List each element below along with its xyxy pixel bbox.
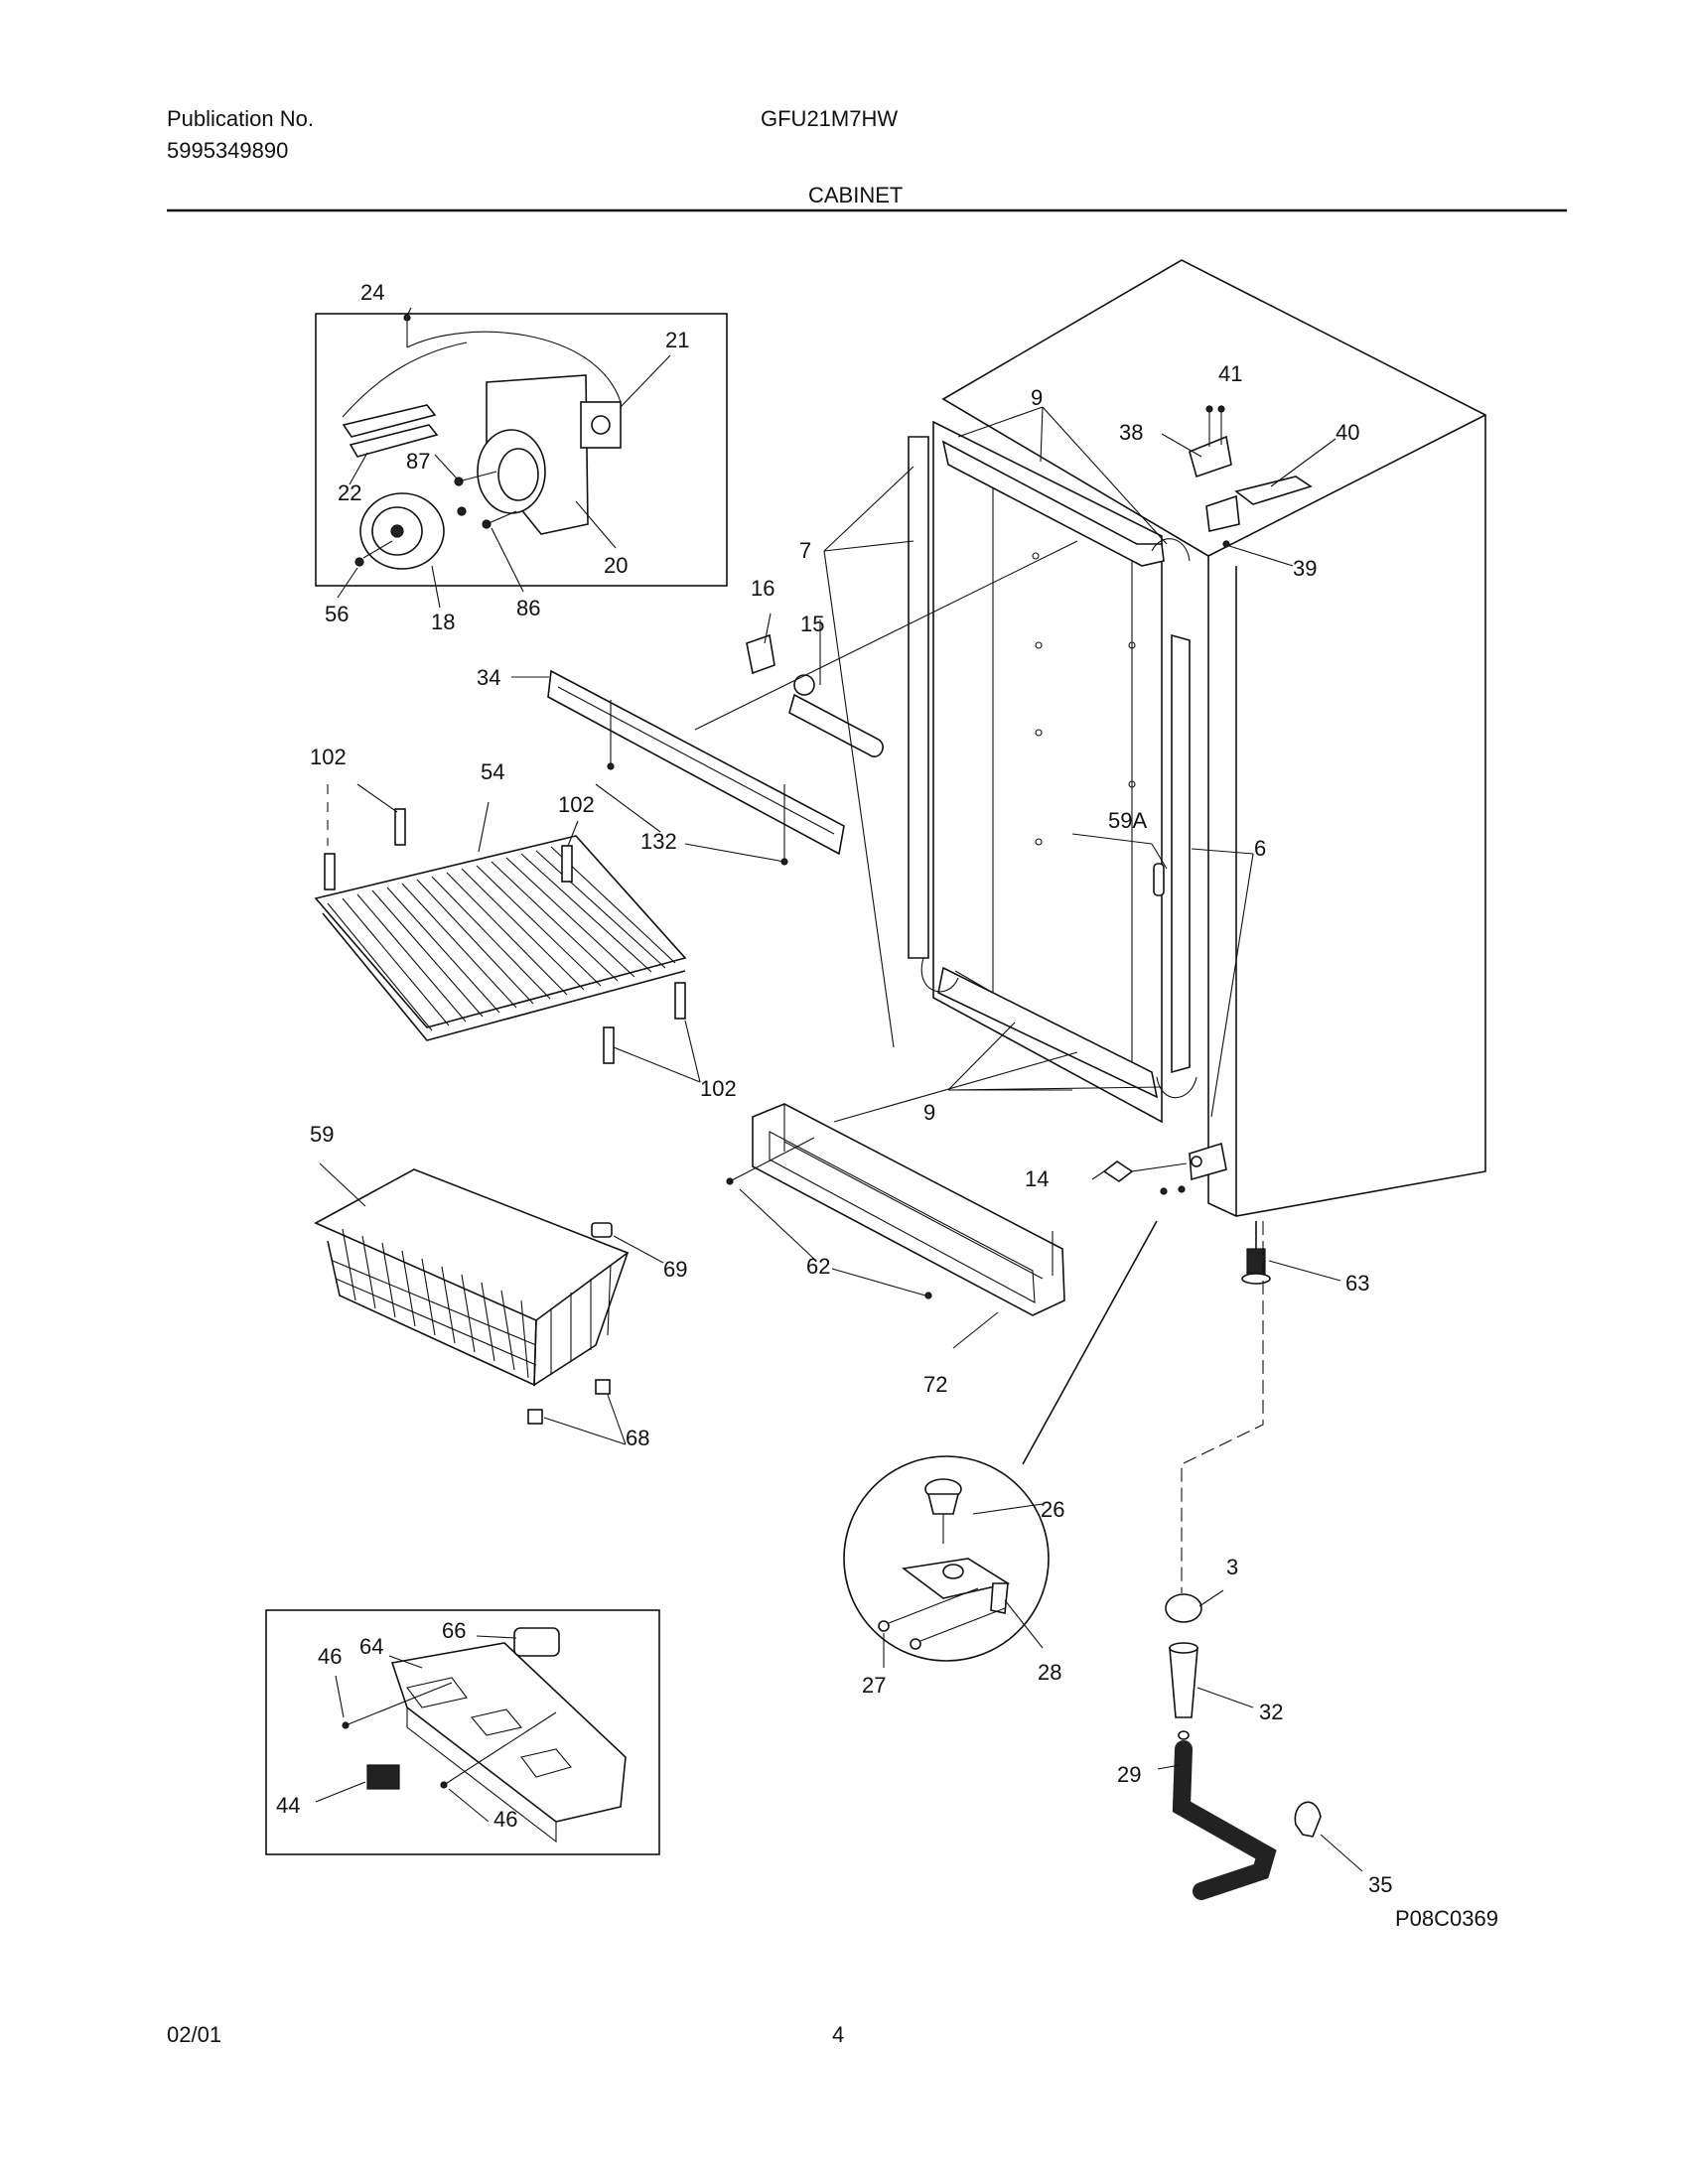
callout-39: 39 (1293, 556, 1317, 581)
callout-32: 32 (1259, 1700, 1283, 1724)
callout-72: 72 (923, 1372, 947, 1397)
footer-date: 02/01 (167, 2022, 222, 2047)
shelf-support (324, 853, 336, 890)
drawing-id: P08C0369 (1395, 1906, 1498, 1931)
hinge-shim (1205, 494, 1240, 532)
grille-body (752, 1103, 1065, 1316)
inset-frame-2 (265, 1609, 660, 1855)
basket-rim (314, 1168, 630, 1321)
callout-86: 86 (516, 596, 540, 620)
publication-label: Publication No. (167, 106, 314, 131)
hinge-cover (1234, 476, 1313, 505)
drain-hose (1172, 1740, 1277, 1900)
breaker-trim-bottom (937, 966, 1159, 1099)
callout-44: 44 (276, 1793, 300, 1818)
callout-38: 38 (1119, 420, 1143, 445)
publication-number: 5995349890 (167, 138, 289, 163)
callout-62: 62 (806, 1254, 830, 1279)
drain-assembly (1157, 1221, 1363, 1900)
basket-stop (591, 1222, 613, 1238)
breaker-trim-right (1171, 633, 1191, 1074)
callout-41: 41 (1218, 361, 1242, 386)
inset-frame (315, 313, 728, 587)
control-housing (547, 669, 845, 856)
callout-3: 3 (1226, 1555, 1238, 1579)
callout-22: 22 (338, 480, 361, 505)
callout-102-a: 102 (310, 745, 347, 769)
callout-63: 63 (1345, 1271, 1369, 1296)
drain-path (1181, 1221, 1264, 1593)
callout-6: 6 (1254, 836, 1266, 861)
light-switch (366, 1764, 400, 1790)
leveling-leg (1246, 1248, 1266, 1276)
page-number: 4 (832, 2022, 845, 2047)
breaker-trim-left (908, 436, 929, 959)
callout-24: 24 (360, 280, 384, 305)
detail-pointer (1022, 1220, 1158, 1465)
drain-plug (1165, 1593, 1202, 1623)
wire-basket (314, 1162, 664, 1445)
thermostat (513, 1627, 560, 1657)
cabinet-liner (992, 476, 1133, 1084)
basket-glide (527, 1409, 543, 1425)
callout-87: 87 (406, 449, 430, 474)
section-title: CABINET (808, 183, 904, 207)
door-stop (1153, 863, 1165, 896)
light-socket (746, 633, 775, 675)
cabinet-shell (941, 259, 1486, 1217)
fan-motor-inset (315, 307, 728, 609)
light-bulb (788, 693, 884, 757)
cabinet-front-opening (932, 420, 1163, 1124)
callout-16: 16 (751, 576, 774, 601)
callout-59A: 59A (1108, 808, 1147, 833)
callout-102-b: 102 (558, 792, 595, 817)
callout-29: 29 (1117, 1762, 1141, 1787)
wire-shelf (314, 783, 701, 1083)
callout-27: 27 (862, 1673, 886, 1698)
drain-hose-clip (1294, 1801, 1322, 1838)
control-panel-inset (265, 1609, 660, 1855)
callout-15: 15 (800, 612, 824, 636)
callout-46-top: 46 (318, 1644, 342, 1669)
toe-grille (726, 1051, 1078, 1349)
callout-9-top: 9 (1031, 385, 1043, 410)
callout-35: 35 (1368, 1872, 1392, 1897)
callout-54: 54 (481, 759, 504, 784)
freezer-cabinet (547, 259, 1486, 1285)
callout-34: 34 (477, 665, 500, 690)
callout-18: 18 (431, 610, 455, 634)
callout-46-bottom: 46 (493, 1807, 517, 1832)
callout-132: 132 (640, 829, 677, 854)
hinge-pin-bushing (1102, 1160, 1134, 1182)
callout-56: 56 (325, 602, 349, 626)
fan-bracket-bar (342, 404, 437, 438)
callout-9-bottom: 9 (923, 1100, 935, 1125)
model-number: GFU21M7HW (761, 106, 899, 131)
callout-102-c: 102 (700, 1076, 737, 1101)
callout-28: 28 (1038, 1660, 1061, 1685)
callout-68: 68 (626, 1426, 649, 1450)
callout-66: 66 (442, 1618, 466, 1643)
motor-cord (406, 331, 622, 403)
drain-trough (1169, 1647, 1198, 1718)
callout-21: 21 (665, 328, 689, 352)
callout-14: 14 (1025, 1166, 1049, 1191)
callout-40: 40 (1336, 420, 1359, 445)
callout-labels: 24 21 87 22 20 56 18 86 41 9 38 40 7 39 … (276, 280, 1392, 1897)
light-leader (694, 540, 1078, 731)
shelf-frame (314, 835, 687, 1028)
callout-59: 59 (310, 1122, 334, 1147)
hinge-detail-circle (843, 1220, 1158, 1668)
callout-69: 69 (663, 1257, 687, 1282)
breaker-trim-top (941, 440, 1165, 567)
control-panel (390, 1642, 627, 1823)
top-hinge (1189, 435, 1232, 478)
callout-64: 64 (359, 1634, 383, 1659)
callout-20: 20 (604, 553, 628, 578)
detail-circle (843, 1455, 1050, 1662)
callout-7: 7 (799, 538, 811, 563)
bottom-hinge (1189, 1142, 1227, 1181)
callout-26: 26 (1041, 1497, 1064, 1522)
